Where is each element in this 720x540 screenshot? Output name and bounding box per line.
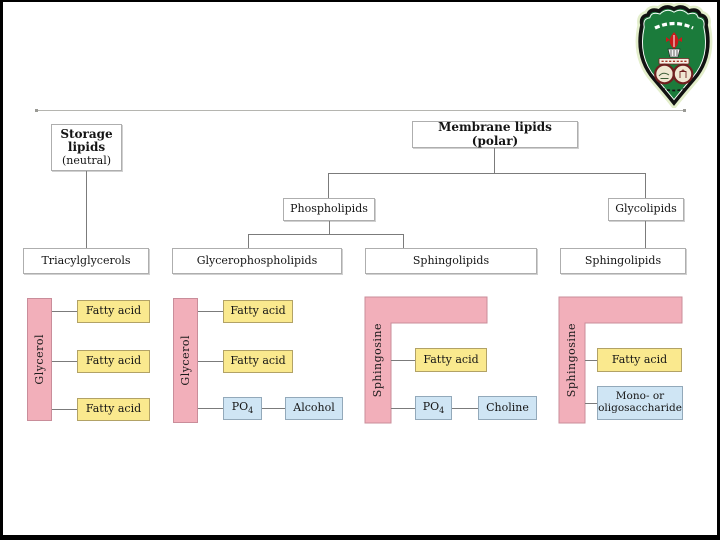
triacylglycerols-label: Triacylglycerols	[41, 253, 131, 267]
connector-line	[328, 173, 329, 198]
fatty-acid-box: Fatty acid	[597, 348, 682, 372]
university-crest-logo	[635, 3, 713, 108]
connector-line	[403, 234, 404, 248]
storage-lipids-title: Storage lipids	[60, 126, 113, 155]
glycerol-backbone-bar-1: Glycerol	[27, 298, 52, 421]
phospholipids-label: Phospholipids	[290, 202, 368, 216]
fatty-acid-box: Fatty acid	[415, 348, 487, 372]
sphingosine-backbone-shape-2	[558, 296, 683, 424]
divider-left-tick	[35, 109, 38, 112]
phosphate-box: PO4	[223, 397, 262, 420]
sphingosine-backbone-shape-1	[364, 296, 488, 424]
sphingosine-label-wrap-1: Sphingosine	[364, 296, 391, 424]
membrane-lipids-label: Membrane lipids (polar)	[438, 120, 552, 148]
fatty-acid-box: Fatty acid	[223, 350, 293, 373]
sphingolipids-label-1: Sphingolipids	[412, 253, 490, 267]
connector-line	[585, 360, 597, 361]
connector-line	[248, 234, 249, 248]
fatty-acid-box: Fatty acid	[223, 300, 293, 323]
connector-line	[391, 360, 415, 361]
connector-line	[52, 361, 77, 362]
glycolipids-label: Glycolipids	[615, 202, 677, 216]
glycerophospholipids-label: Glycerophospholipids	[196, 253, 318, 267]
sphingolipids-box-2: Sphingolipids	[560, 248, 686, 274]
divider-line	[37, 110, 685, 111]
phosphate-box: PO4	[415, 396, 452, 420]
membrane-lipids-box: Membrane lipids (polar)	[412, 120, 578, 148]
triacylglycerols-box: Triacylglycerols	[23, 248, 149, 274]
connector-line	[248, 234, 403, 235]
glycerol-label-2: Glycerol	[179, 335, 192, 386]
choline-box: Choline	[478, 396, 537, 420]
phospholipids-box: Phospholipids	[283, 198, 375, 221]
sphingolipids-label-2: Sphingolipids	[584, 253, 662, 267]
alcohol-box: Alcohol	[285, 397, 343, 420]
glycolipids-box: Glycolipids	[608, 198, 684, 221]
connector-line	[198, 361, 223, 362]
connector-line	[645, 221, 646, 248]
glycerol-backbone-bar-2: Glycerol	[173, 298, 198, 423]
storage-lipids-box: Storage lipids (neutral)	[51, 124, 122, 171]
sphingosine-label-wrap-2: Sphingosine	[558, 296, 585, 424]
glycerol-label-1: Glycerol	[33, 334, 46, 385]
connector-line	[52, 409, 77, 410]
connector-line	[645, 173, 646, 198]
fatty-acid-box: Fatty acid	[77, 350, 150, 373]
fatty-acid-box: Fatty acid	[77, 398, 150, 421]
crest-arabic-text	[654, 21, 694, 30]
oligosaccharide-box: Mono- or oligosaccharide	[597, 386, 683, 420]
connector-line	[328, 173, 646, 174]
connector-line	[198, 311, 223, 312]
connector-line	[452, 408, 478, 409]
connector-line	[585, 403, 597, 404]
connector-line	[262, 408, 285, 409]
connector-line	[52, 311, 77, 312]
connector-line	[494, 148, 495, 173]
storage-lipids-subtitle: (neutral)	[61, 153, 112, 167]
connector-line	[198, 408, 223, 409]
connector-line	[86, 171, 87, 248]
connector-line	[329, 221, 330, 234]
divider-right-tick	[683, 109, 686, 112]
connector-line	[391, 408, 415, 409]
sphingolipids-box-1: Sphingolipids	[365, 248, 537, 274]
sphingosine-label-2: Sphingosine	[565, 322, 578, 398]
fatty-acid-box: Fatty acid	[77, 300, 150, 323]
sphingosine-label-1: Sphingosine	[371, 322, 384, 398]
glycerophospholipids-box: Glycerophospholipids	[172, 248, 342, 274]
